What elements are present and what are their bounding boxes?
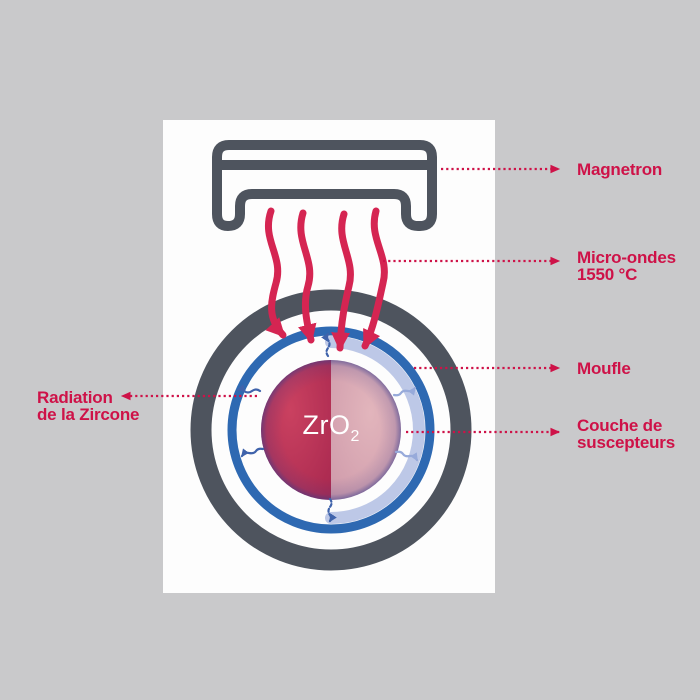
label-micro-ondes: Micro-ondes 1550 °C bbox=[577, 249, 676, 283]
radiation-arrow-icon bbox=[236, 332, 419, 523]
label-micro-ondes-line1: Micro-ondes bbox=[577, 248, 676, 267]
magnetron-icon bbox=[212, 140, 437, 231]
zirconia-sphere bbox=[261, 360, 401, 500]
microwave-waves-icon bbox=[264, 207, 388, 352]
label-moufle-text: Moufle bbox=[577, 359, 631, 378]
label-couche-line1: Couche de bbox=[577, 416, 663, 435]
moufle-ring bbox=[190, 289, 472, 571]
label-micro-ondes-line2: 1550 °C bbox=[577, 265, 638, 284]
label-radiation-line2: de la Zircone bbox=[37, 405, 140, 424]
susceptor-layer bbox=[325, 336, 425, 524]
label-radiation-line1: Radiation bbox=[37, 388, 113, 407]
label-moufle: Moufle bbox=[577, 360, 631, 377]
label-magnetron: Magnetron bbox=[577, 161, 662, 178]
label-couche-line2: suscepteurs bbox=[577, 433, 675, 452]
susceptor-ring bbox=[227, 326, 435, 534]
label-magnetron-text: Magnetron bbox=[577, 160, 663, 179]
zro2-label: ZrO2 bbox=[303, 410, 360, 446]
zro2-formula-base: ZrO bbox=[302, 410, 351, 440]
leader-lines bbox=[120, 164, 561, 437]
label-radiation: Radiation de la Zircone bbox=[37, 389, 139, 423]
zro2-formula-subscript: 2 bbox=[350, 428, 360, 445]
label-couche: Couche de suscepteurs bbox=[577, 417, 675, 451]
